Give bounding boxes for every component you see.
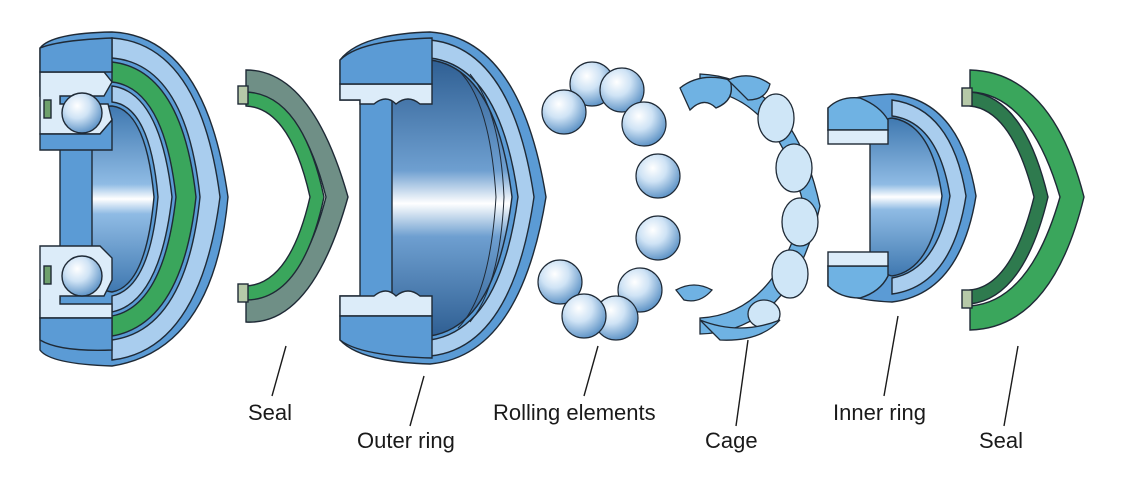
outer-ring-groove <box>457 69 497 329</box>
inner-ring-section-bottom <box>827 265 889 299</box>
assembled-ball-bottom <box>61 255 103 297</box>
ball <box>635 215 681 261</box>
label-inner-ring: Inner ring <box>833 400 926 425</box>
ball <box>561 293 607 339</box>
outer-ring-groove-2 <box>469 73 505 323</box>
leader-rolling-elements <box>583 345 599 397</box>
seal-right <box>961 69 1085 331</box>
inner-ring-section-top <box>827 97 889 131</box>
ball <box>635 153 681 199</box>
cage-pocket <box>775 143 813 193</box>
inner-ring-flat-top <box>827 129 889 145</box>
leader-seal-left <box>271 345 287 397</box>
assembled-outer-bottom-band <box>39 317 113 351</box>
leader-outer-ring <box>409 375 425 427</box>
rolling-elements <box>537 61 681 341</box>
seal-left-lip-top <box>237 85 249 105</box>
ball <box>537 259 583 305</box>
leader-seal-right <box>1003 345 1019 427</box>
cage-finger-bottom-2 <box>699 319 781 341</box>
seal-right-lip-bottom <box>961 289 973 309</box>
cage-finger-top <box>679 76 733 112</box>
assembled-seal-lip-top <box>43 99 52 119</box>
cage-pocket <box>757 93 795 143</box>
cage-finger-bottom <box>675 284 714 302</box>
seal-left <box>237 69 349 323</box>
seal-right-lip-top <box>961 87 973 107</box>
seal-left-lip-bottom <box>237 283 249 303</box>
assembled-bearing <box>39 31 229 367</box>
label-outer-ring: Outer ring <box>357 428 455 453</box>
label-rolling-elements: Rolling elements <box>493 400 656 425</box>
label-seal-left: Seal <box>248 400 293 425</box>
assembled-outer-top-band <box>39 37 113 73</box>
leader-lines <box>271 315 1019 427</box>
cage <box>675 73 821 341</box>
seal-right-body <box>969 69 1085 331</box>
label-seal-right: Seal <box>979 428 1024 453</box>
inner-ring-face <box>891 99 967 295</box>
assembled-seal-lip-bottom <box>43 265 52 285</box>
leader-cage <box>735 339 749 427</box>
cage-finger-top-2 <box>726 75 771 101</box>
assembled-face <box>111 37 221 361</box>
outer-ring-band-bottom <box>339 315 433 359</box>
inner-ring <box>827 93 977 303</box>
outer-ring-section-top <box>339 83 433 105</box>
ball <box>599 67 645 113</box>
assembled-lower-inner-top <box>39 118 113 151</box>
inner-ring-flat-bottom <box>827 251 889 267</box>
assembled-ball-top <box>61 92 103 134</box>
ball <box>541 89 587 135</box>
cage-pocket <box>781 197 819 247</box>
label-cage: Cage <box>705 428 758 453</box>
leader-inner-ring <box>883 315 899 397</box>
ball <box>621 101 667 147</box>
outer-ring <box>339 31 547 365</box>
cage-pocket <box>771 249 809 299</box>
outer-ring-band-top <box>339 37 433 85</box>
outer-ring-section-bottom <box>339 290 433 317</box>
